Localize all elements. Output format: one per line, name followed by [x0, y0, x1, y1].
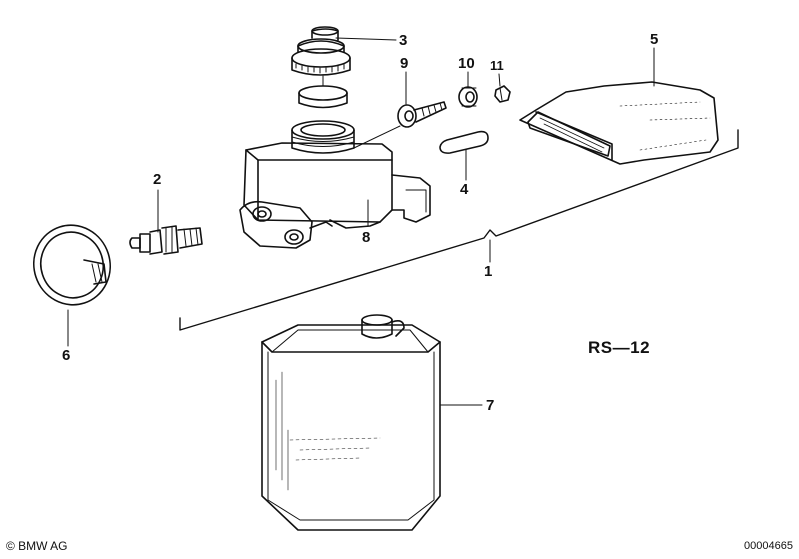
callout-1: 1: [484, 263, 493, 280]
cap-nut: [494, 85, 511, 103]
callout-2: 2: [153, 171, 162, 188]
callout-10: 10: [458, 55, 475, 72]
callout-11: 11: [490, 58, 504, 73]
protective-cover: [519, 81, 719, 165]
brake-fluid-can: [261, 314, 441, 531]
callout-6: 6: [62, 347, 71, 364]
assembly-bracket: [179, 129, 739, 331]
screw: [397, 101, 447, 128]
callout-5: 5: [650, 31, 659, 48]
callout-3: 3: [399, 32, 408, 49]
callout-9: 9: [400, 55, 409, 72]
callout-8: 8: [362, 229, 371, 246]
pin: [439, 130, 489, 154]
nut: [458, 86, 478, 108]
hose-clamp: [33, 224, 111, 306]
document-number: 00004665: [744, 540, 793, 552]
callout-7: 7: [486, 397, 495, 414]
reservoir-filter: [298, 75, 348, 109]
copyright-text: © BMW AG: [6, 539, 68, 553]
warning-switch: [129, 225, 203, 255]
reference-code: RS—12: [588, 338, 651, 357]
callout-4: 4: [460, 181, 469, 198]
reservoir-body: [239, 120, 431, 249]
leader-lines: [67, 37, 655, 406]
reservoir-cap: [291, 26, 351, 76]
